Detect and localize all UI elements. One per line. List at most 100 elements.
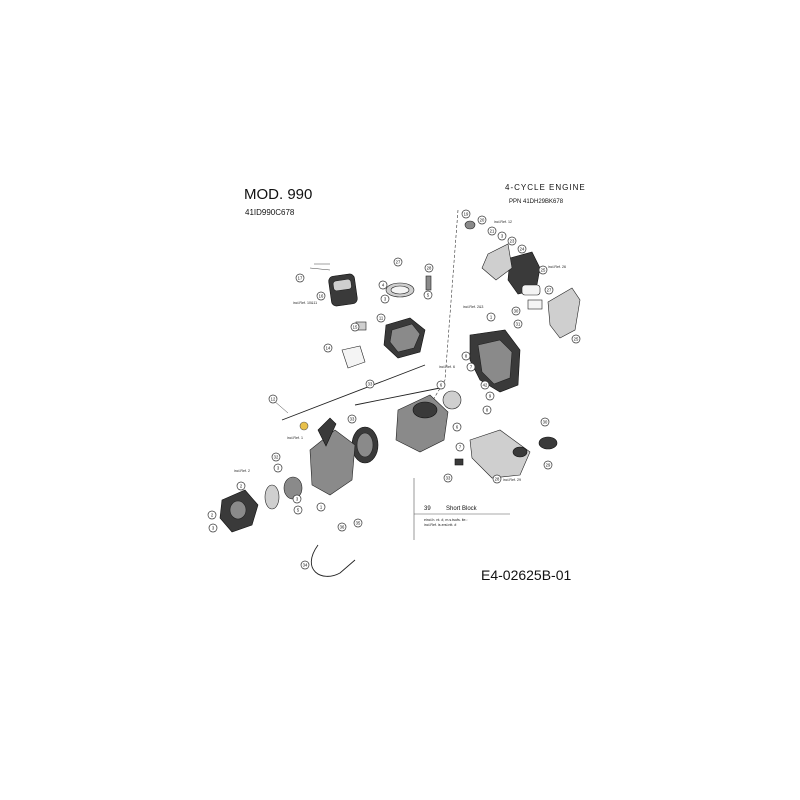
callout-label: 5: [297, 508, 300, 513]
callout-circle: [480, 380, 490, 390]
callout-circle: [543, 460, 553, 470]
callout-circle: [538, 265, 548, 275]
callout-label: 9: [489, 394, 492, 399]
note-incl: incl.Ref. 26: [548, 265, 566, 269]
callout-circle: [466, 362, 476, 372]
air-filter-cover-face: [332, 278, 352, 292]
carburetor-group: [383, 275, 432, 359]
callout-circle: [517, 244, 527, 254]
callout-label: 42: [483, 383, 488, 388]
callout-circle: [497, 231, 507, 241]
shaft: [354, 387, 441, 406]
muffler-guard: [547, 287, 581, 339]
callout-circle: [347, 414, 357, 424]
callout-label: 33: [350, 417, 355, 422]
callout-label: 32: [274, 455, 279, 460]
highlight-marker: [299, 421, 309, 431]
callout-circle: [455, 442, 465, 452]
washer: [464, 220, 476, 230]
callout-circle: [236, 481, 246, 491]
note-incl: incl.Ref. 1: [287, 436, 303, 440]
flywheel-group: [299, 417, 379, 496]
callout-circle: [300, 560, 310, 570]
callout-label: 2: [240, 484, 243, 489]
legend-item-number: 39: [424, 506, 431, 512]
callout-label: 14: [326, 346, 331, 351]
note-incl: incl.Ref. 12: [494, 220, 512, 224]
callout-circle: [380, 294, 390, 304]
callout-circle: [482, 405, 492, 415]
air-filter-group: [309, 263, 358, 307]
callout-circle: [350, 322, 360, 332]
clutch-group: [219, 476, 303, 533]
note-incl: incl.Ref. 6: [439, 365, 455, 369]
callout-label: 5: [427, 293, 430, 298]
callout-circle: [507, 236, 517, 246]
callout-label: 29: [546, 463, 551, 468]
callout-label: 4: [382, 283, 385, 288]
callout-circle: [292, 494, 302, 504]
throttle-cable: [281, 364, 426, 421]
clutch-plate: [264, 484, 280, 510]
callout-label: 3: [384, 297, 387, 302]
callout-circle: [271, 452, 281, 462]
callout-label: 8: [465, 354, 468, 359]
reference-notes: incl.Ref. 10&11 incl.Ref. 12 incl.Ref. 2…: [234, 220, 566, 482]
callout-circle: [461, 351, 471, 361]
cylinder-fins: [389, 323, 421, 353]
crankcase-group: [395, 329, 521, 453]
callout-label: 23: [510, 239, 515, 244]
callout-label: 28: [427, 266, 432, 271]
callout-label: 27: [547, 288, 552, 293]
model-title: MOD. 990: [244, 186, 313, 203]
flywheel-hub: [356, 432, 374, 458]
callout-label: 3: [212, 526, 215, 531]
callout-circle: [461, 209, 471, 219]
callout-label: 6: [456, 425, 459, 430]
callout-circle: [452, 422, 462, 432]
callouts: 17 16 27 28 4 3 5 11 15 14 12 33 33 19 2…: [207, 209, 581, 570]
callout-label: 19: [464, 212, 469, 217]
callout-label: 33: [446, 476, 451, 481]
note-incl: incl.Ref. 29: [503, 478, 521, 482]
exhaust-gasket: [481, 243, 513, 281]
bracket-nut: [512, 446, 528, 458]
callout-circle: [353, 518, 363, 528]
callout-label: 3: [277, 466, 280, 471]
separator-line-upper: [444, 209, 459, 381]
gasket-inner: [390, 285, 410, 295]
spark-plug: [425, 275, 432, 291]
callout-label: 25: [574, 337, 579, 342]
callout-label: 30: [514, 309, 519, 314]
knob: [538, 436, 558, 450]
engine-ppn: PPN 41DH29BK678: [509, 199, 564, 205]
callout-label: 7: [459, 445, 462, 450]
callout-label: 21: [490, 229, 495, 234]
callout-label: 15: [353, 325, 358, 330]
callout-circle: [424, 263, 434, 273]
callout-circle: [487, 226, 497, 236]
callout-circle: [436, 380, 446, 390]
fuel-line: [310, 544, 356, 577]
callout-circle: [571, 334, 581, 344]
rear-housing-face: [477, 339, 513, 385]
callout-label: 7: [470, 365, 473, 370]
starter-handle: [317, 417, 337, 447]
callout-label: 20: [480, 218, 485, 223]
callout-circle: [268, 394, 278, 404]
muffler-group: [464, 220, 581, 339]
ignition-coil: [341, 345, 366, 369]
callout-label: 24: [520, 247, 525, 252]
callout-label: 16: [319, 294, 324, 299]
callout-circle: [376, 313, 386, 323]
carburetor-body: [412, 401, 438, 419]
callout-label: 28: [495, 477, 500, 482]
legend-item-note: eincl.h. nt. #, m.s.tsufs. ite.: incl.Re…: [424, 518, 468, 527]
callout-label: 6: [440, 383, 443, 388]
callout-circle: [208, 523, 218, 533]
drive-housing-face: [229, 500, 247, 520]
callout-circle: [207, 510, 217, 520]
callout-circle: [544, 285, 554, 295]
callout-circle: [378, 280, 388, 290]
